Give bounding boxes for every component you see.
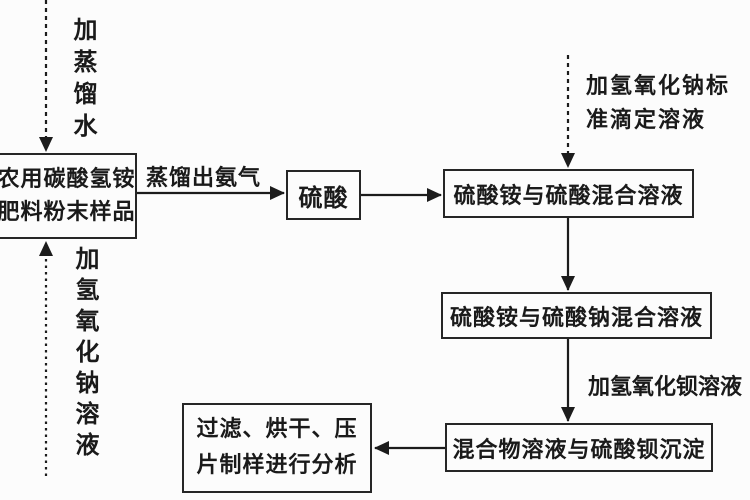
node-ammonium-sulfate-sodium-sulfate-mix: 硫酸铵与硫酸钠混合溶液 [441,292,712,339]
label-add-naoh-solution: 加氢氧化钠溶液 [71,246,99,463]
label-add-naoh-standard: 加氢氧化钠标 准滴定溶液 [586,70,730,138]
label-add-naoh-standard-line1: 加氢氧化钠标 [586,74,731,99]
node-ammonium-sulfate-sulfuric-acid-mix: 硫酸铵与硫酸混合溶液 [443,169,694,218]
node-fertilizer-sample: 农用碳酸氢铵 肥料粉末样品 [0,153,137,239]
node-mixture-barium-sulfate-precipitate: 混合物溶液与硫酸钡沉淀 [445,423,713,472]
label-add-distilled-water: 加蒸馏水 [69,17,97,145]
node-sulfuric-acid: 硫酸 [286,170,361,220]
label-add-naoh-standard-line2: 准滴定溶液 [586,108,707,133]
node-fertilizer-sample-line1: 农用碳酸氢铵 [0,167,136,192]
label-add-baoh-solution: 加氢氧化钡溶液 [588,375,743,400]
label-distill-ammonia: 蒸馏出氨气 [146,166,262,191]
node-fertilizer-sample-line2: 肥料粉末样品 [0,200,136,225]
node-filter-dry-press-analysis-line2: 片制样进行分析 [196,453,358,478]
node-filter-dry-press-analysis-line1: 过滤、烘干、压 [196,417,358,442]
node-filter-dry-press-analysis: 过滤、烘干、压 片制样进行分析 [182,403,372,493]
